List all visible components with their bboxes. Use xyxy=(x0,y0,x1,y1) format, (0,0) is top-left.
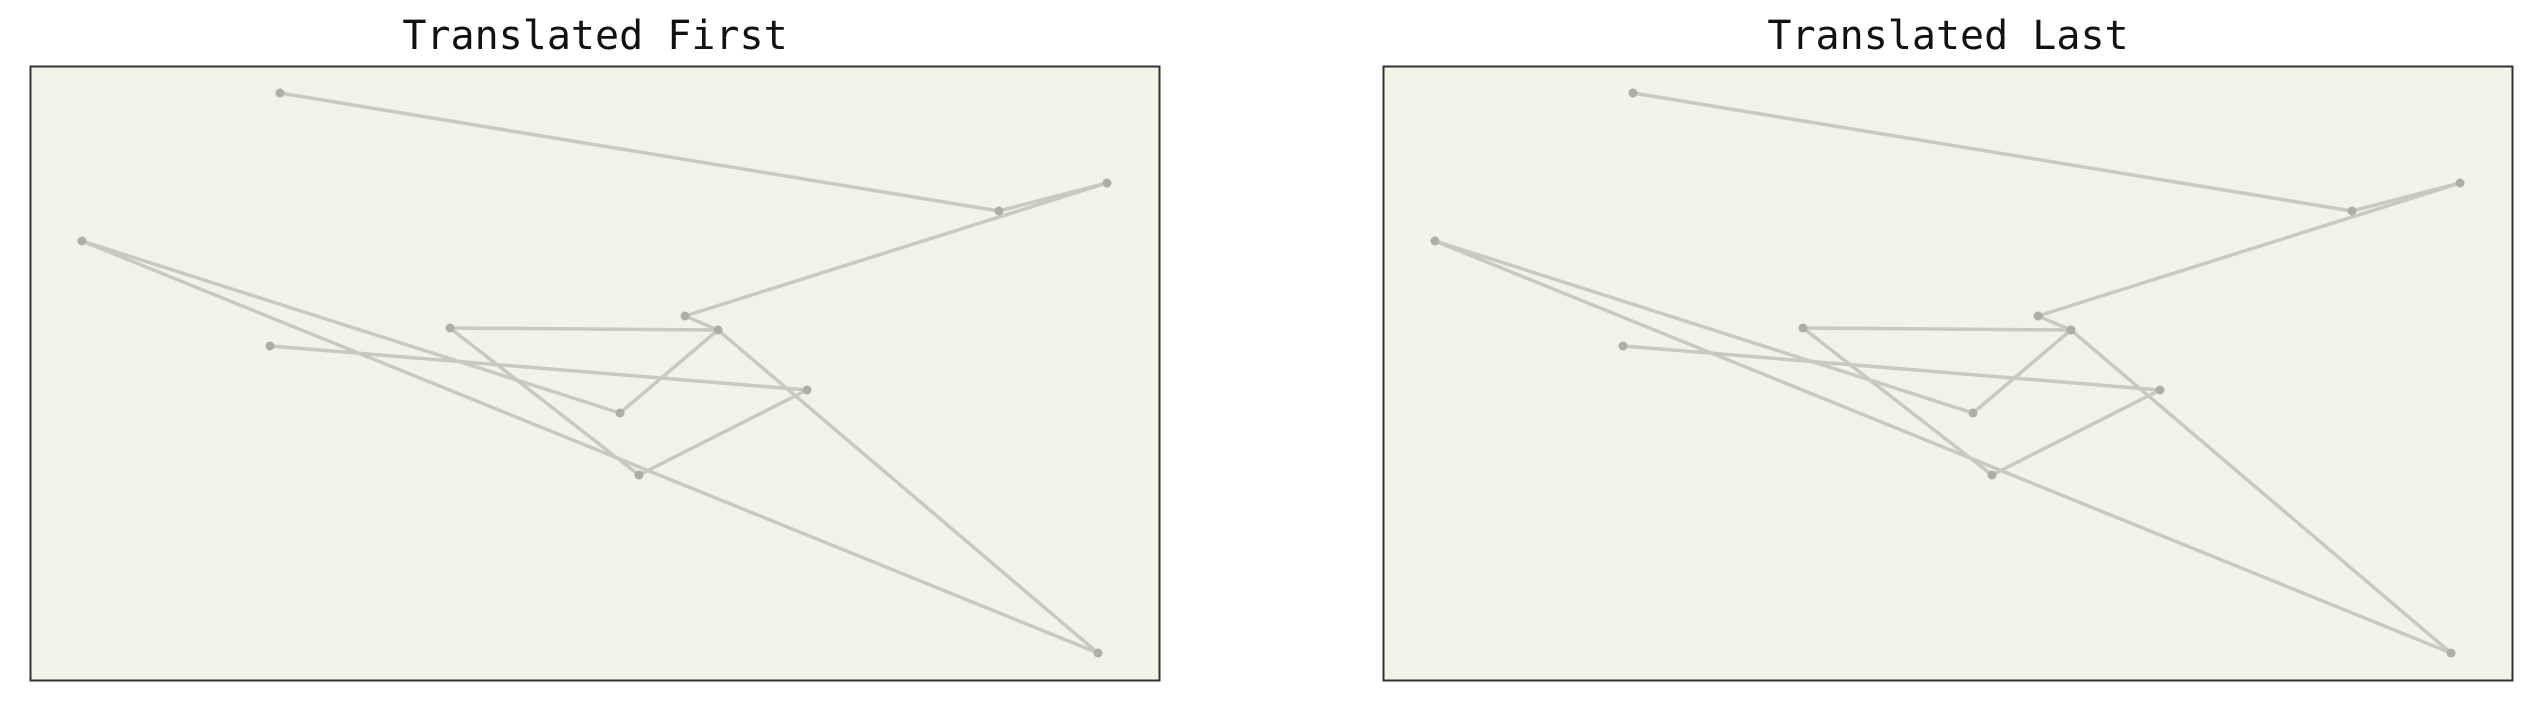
data-point xyxy=(1093,648,1103,658)
series-line-segment xyxy=(618,328,720,415)
series-line-segment xyxy=(2036,314,2073,332)
chart-plot-translated-last xyxy=(1382,65,2514,682)
data-point xyxy=(713,325,723,335)
panel-translated-first: Translated First xyxy=(29,0,1161,712)
data-point xyxy=(1618,341,1628,351)
data-point xyxy=(2347,206,2357,216)
series-line-segment xyxy=(268,344,809,392)
series-line-segment xyxy=(637,388,809,477)
series-line-segment xyxy=(278,91,1001,213)
series-line-segment xyxy=(1801,326,1994,477)
series-line-segment xyxy=(2069,328,2453,655)
data-point xyxy=(2155,385,2165,395)
data-point xyxy=(445,323,455,333)
series-line-segment xyxy=(1433,239,2453,655)
data-point xyxy=(1798,323,1808,333)
data-point xyxy=(615,408,625,418)
chart-title: Translated Last xyxy=(1767,13,2129,59)
data-point xyxy=(2033,311,2043,321)
data-point xyxy=(77,236,87,246)
data-point xyxy=(2455,178,2465,188)
series-line-segment xyxy=(683,181,1109,318)
data-point xyxy=(2446,648,2456,658)
data-point xyxy=(1628,88,1638,98)
series-line-segment xyxy=(1990,388,2162,477)
series-line-segment xyxy=(1801,326,2073,332)
data-point xyxy=(802,385,812,395)
series-line-segment xyxy=(1631,91,2354,213)
series-line-segment xyxy=(1621,344,2162,392)
series-line-segment xyxy=(448,326,641,477)
series-line-segment xyxy=(1971,328,2073,415)
data-point xyxy=(1987,470,1997,480)
series-line-segment xyxy=(1433,239,1975,415)
series-line-segment xyxy=(80,239,622,415)
chart-title: Translated First xyxy=(402,13,788,59)
data-point xyxy=(1102,178,1112,188)
data-point xyxy=(994,206,1004,216)
data-point xyxy=(275,88,285,98)
series-line-segment xyxy=(2036,181,2462,318)
data-point xyxy=(680,311,690,321)
panel-translated-last: Translated Last xyxy=(1382,0,2514,712)
data-point xyxy=(1430,236,1440,246)
data-point xyxy=(1968,408,1978,418)
chart-plot-translated-first xyxy=(29,65,1161,682)
series-line-segment xyxy=(716,328,1100,655)
data-point xyxy=(265,341,275,351)
series-line-segment xyxy=(80,239,1100,655)
series-line-segment xyxy=(683,314,720,332)
series-line-segment xyxy=(448,326,720,332)
data-point xyxy=(2066,325,2076,335)
data-point xyxy=(634,470,644,480)
